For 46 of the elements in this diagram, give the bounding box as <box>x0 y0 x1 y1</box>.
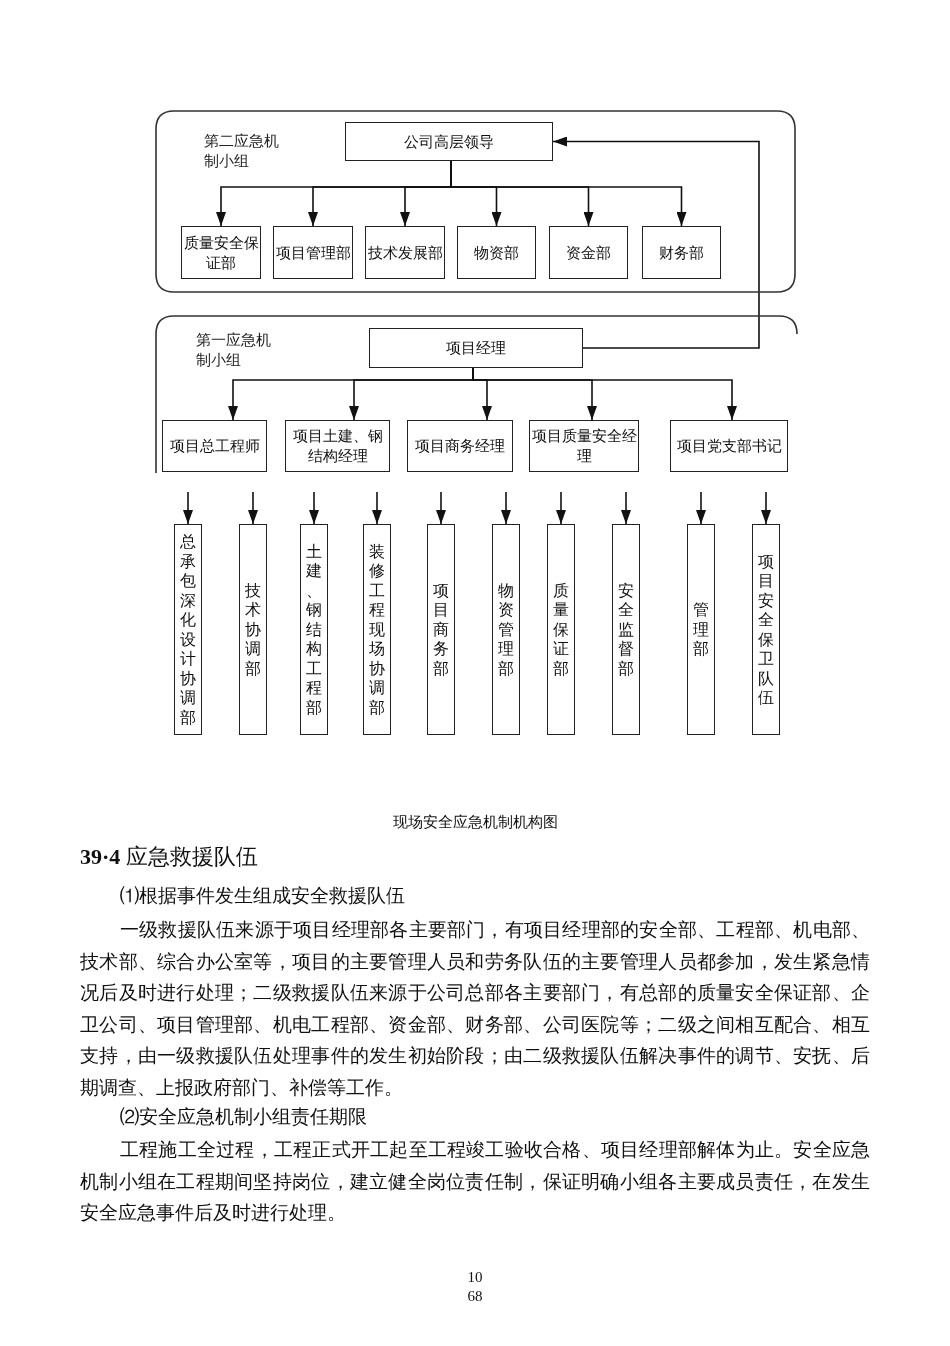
arrow <box>450 160 687 227</box>
page-number: 68 <box>467 1287 483 1306</box>
department-column: 质量保证部 <box>547 524 575 735</box>
arrow <box>472 367 737 421</box>
department-column: 装修工程现场协调部 <box>363 524 391 735</box>
department-column: 土建、钢结构工程部 <box>300 524 328 735</box>
figure-caption: 现场安全应急机制机构图 <box>392 813 558 832</box>
arrow <box>761 491 771 525</box>
org-box: 物资部 <box>457 226 536 279</box>
subheading: ⑵安全应急机制小组责任期限 <box>120 1105 367 1129</box>
department-column: 技术协调部 <box>239 524 267 735</box>
org-box: 质量安全保证部 <box>181 226 261 279</box>
department-column: 管理部 <box>687 524 715 735</box>
org-box: 项目党支部书记 <box>670 420 788 472</box>
arrow <box>309 491 319 525</box>
arrow <box>501 491 511 525</box>
page-number: 10 <box>467 1268 483 1287</box>
org-box: 项目管理部 <box>273 226 353 279</box>
arrow <box>436 491 446 525</box>
group-label: 第一应急机制小组 <box>196 331 272 370</box>
org-box: 项目土建、钢结构经理 <box>285 420 390 472</box>
org-box: 公司高层领导 <box>345 122 553 161</box>
org-box: 财务部 <box>642 226 721 279</box>
arrow <box>552 136 760 349</box>
arrow <box>621 491 631 525</box>
arrow <box>556 491 566 525</box>
org-box: 技术发展部 <box>365 226 445 279</box>
paragraph: 工程施工全过程，工程正式开工起至工程竣工验收合格、项目经理部解体为止。安全应急机制小组在工程期间坚持岗位，建立健全岗位责任制，保证明确小组各主要成员责任，在发生安全应急事件后及时进行处理。 <box>80 1138 870 1226</box>
section-heading: 39·4 应急救援队伍 <box>80 843 258 871</box>
department-column: 物资管理部 <box>492 524 520 735</box>
paragraph: 一级救援队伍来源于项目经理部各主要部门，有项目经理部的安全部、工程部、机电部、技术部、综合办公室等，项目的主要管理人员和劳务队伍的主要管理人员都参加，发生紧急情况后及时进行处理；二级救援队伍来源于公司总部各主要部门，有总部的质量安全保证部、企卫公司、项目管理部、机电工程部、资金部、财务部、公司医院等；二级之间相互配合、相互支持，由一级救援队伍处理事件的发生初始阶段；由二级救援队伍解决事件的调节、安抚、后期调查、上报政府部门、补偿等工作。 <box>80 918 870 1100</box>
org-box: 项目质量安全经理 <box>529 420 639 472</box>
org-box: 项目商务经理 <box>407 420 513 472</box>
group-label: 第二应急机制小组 <box>204 132 280 171</box>
org-box: 项目经理 <box>369 328 583 368</box>
subheading: ⑴根据事件发生组成安全救援队伍 <box>120 884 405 908</box>
arrow <box>248 491 258 525</box>
org-box: 项目总工程师 <box>162 420 267 472</box>
arrow <box>372 491 382 525</box>
department-column: 总承包深化设计协调部 <box>174 524 202 735</box>
department-column: 安全监督部 <box>612 524 640 735</box>
department-column: 项目安全保卫队伍 <box>752 524 780 735</box>
org-box: 资金部 <box>549 226 628 279</box>
department-column: 项目商务部 <box>427 524 455 735</box>
arrow <box>696 491 706 525</box>
arrow <box>183 491 193 525</box>
